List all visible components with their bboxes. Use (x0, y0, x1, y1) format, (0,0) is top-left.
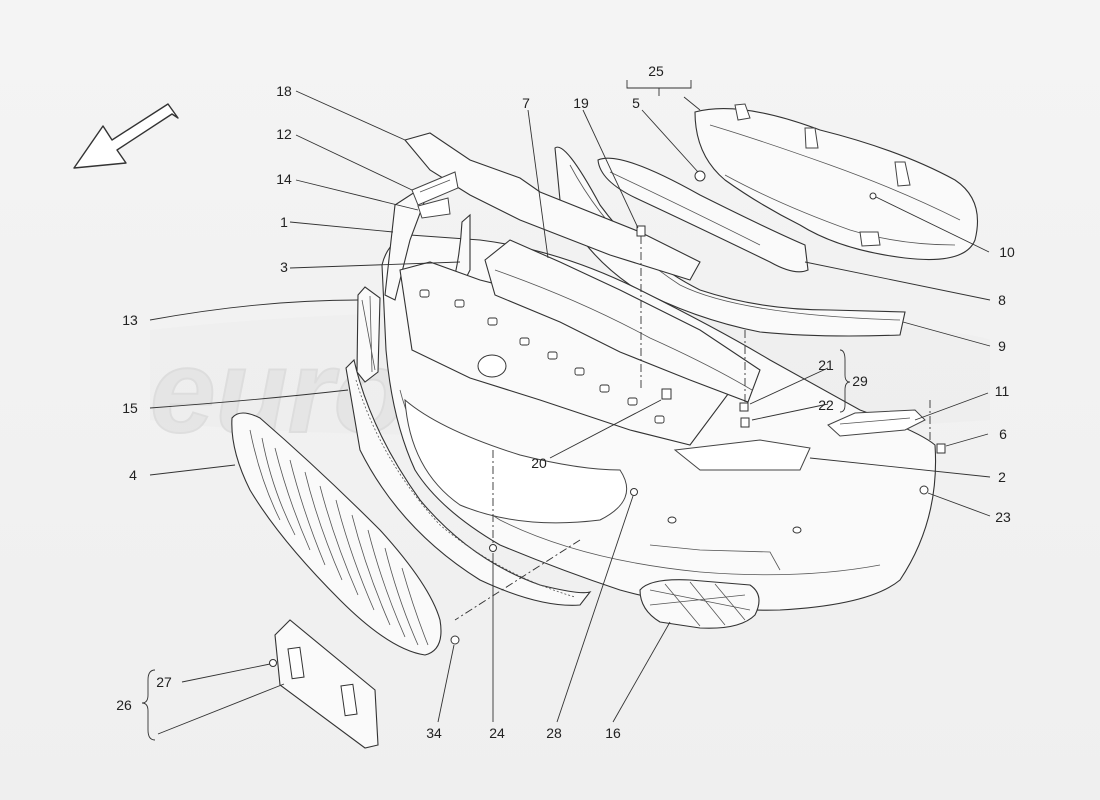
callout-14: 14 (276, 171, 292, 187)
part-crossmember-7 (399, 239, 761, 446)
part-plate-bracket-26 (274, 619, 379, 749)
callout-10: 10 (999, 244, 1015, 260)
callout-27: 27 (156, 674, 172, 690)
clip-6 (936, 443, 946, 454)
assembly-lines (454, 236, 931, 621)
callout-29: 29 (852, 373, 868, 389)
part-grille-insert-13 (356, 286, 381, 383)
part-upper-cover-18 (404, 132, 701, 281)
callout-23: 23 (995, 509, 1011, 525)
group-brackets (141, 80, 851, 741)
callout-3: 3 (280, 259, 288, 275)
callout-19: 19 (573, 95, 589, 111)
front-direction-arrow-icon (73, 103, 179, 169)
callout-labels: 18 12 14 1 3 13 15 4 7 19 5 25 10 8 9 21… (116, 63, 1015, 741)
callout-5: 5 (632, 95, 640, 111)
callout-34: 34 (426, 725, 442, 741)
fastener-23 (919, 485, 929, 495)
callout-8: 8 (998, 292, 1006, 308)
callout-18: 18 (276, 83, 292, 99)
part-bracket-11 (827, 409, 926, 437)
callout-20: 20 (531, 455, 547, 471)
callout-22: 22 (818, 397, 834, 413)
callout-13: 13 (122, 312, 138, 328)
callout-7: 7 (522, 95, 530, 111)
fastener-24 (489, 544, 497, 552)
callout-12: 12 (276, 126, 292, 142)
fastener-22 (740, 417, 750, 428)
part-impact-absorber-25 (694, 103, 979, 261)
part-front-grille-4 (231, 412, 442, 656)
callout-9: 9 (998, 338, 1006, 354)
callout-24: 24 (489, 725, 505, 741)
callout-26: 26 (116, 697, 132, 713)
fastener-27 (269, 659, 277, 667)
fastener-28 (630, 488, 638, 496)
callout-6: 6 (999, 426, 1007, 442)
part-side-grille-16 (639, 579, 760, 629)
fastener-34 (450, 635, 460, 645)
part-lower-grille-15 (345, 358, 592, 606)
callout-15: 15 (122, 400, 138, 416)
callout-21: 21 (818, 357, 834, 373)
callout-16: 16 (605, 725, 621, 741)
callout-1: 1 (280, 214, 288, 230)
fastener-21 (739, 402, 749, 412)
callout-28: 28 (546, 725, 562, 741)
part-bracket-14 (417, 197, 451, 219)
part-bracket-12 (411, 171, 459, 206)
callout-25: 25 (648, 63, 664, 79)
leader-lines (149, 90, 991, 735)
callout-11: 11 (995, 383, 1010, 399)
callout-4: 4 (129, 467, 137, 483)
fastener-20 (661, 388, 672, 400)
part-upper-bar-8 (597, 157, 809, 273)
callout-2: 2 (998, 469, 1006, 485)
